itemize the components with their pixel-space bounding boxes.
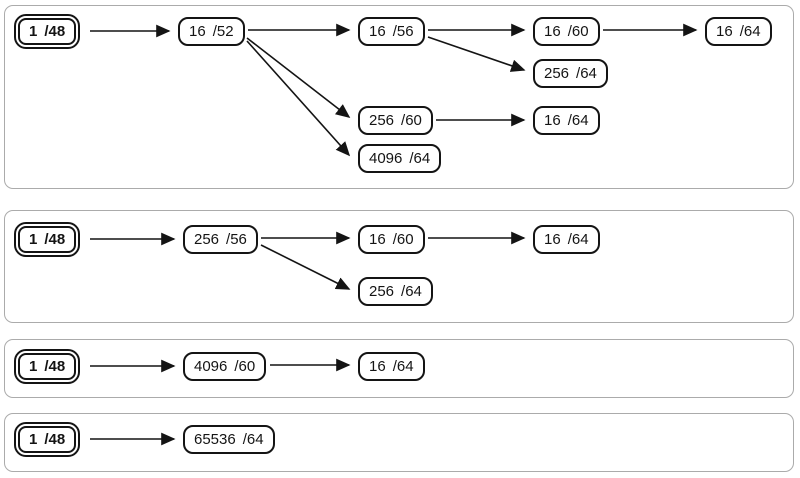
node-count: 4096 [194,358,228,375]
node-root-1-48: 1 /48 [14,222,81,257]
node-prefix: /48 [44,23,66,40]
node-prefix: /64 [409,150,431,167]
node-256-60: 256 /60 [358,106,433,135]
node-256-56: 256 /56 [183,225,258,254]
node-prefix: /60 [392,231,414,248]
node-prefix: /64 [739,23,761,40]
node-4096-60: 4096 /60 [183,352,267,381]
node-prefix: /48 [44,231,66,248]
node-prefix: /56 [226,231,247,248]
node-prefix: /64 [567,231,589,248]
node-prefix: /64 [567,112,589,129]
node-count: 256 [369,283,395,300]
node-16-60: 16 /60 [358,225,425,254]
node-prefix: /60 [567,23,589,40]
panel-4 [4,413,794,472]
node-root-1-48: 1 /48 [14,422,81,457]
node-prefix: /64 [392,358,414,375]
node-count: 256 [194,231,220,248]
node-prefix: /56 [392,23,414,40]
node-256-64: 256 /64 [358,277,433,306]
node-count: 16 [369,358,386,375]
node-count: 1 [29,231,38,248]
node-count: 256 [544,65,570,82]
node-16-60: 16 /60 [533,17,600,46]
node-prefix: /60 [401,112,422,129]
node-16-64: 16 /64 [533,106,600,135]
node-prefix: /64 [401,283,422,300]
node-65536-64: 65536 /64 [183,425,275,454]
node-prefix: /64 [242,431,264,448]
node-16-56: 16 /56 [358,17,425,46]
node-256-64: 256 /64 [533,59,608,88]
root-node-inner: 1 /48 [18,226,77,253]
node-count: 16 [544,231,561,248]
node-4096-64: 4096 /64 [358,144,442,173]
node-16-64: 16 /64 [533,225,600,254]
node-16-64: 16 /64 [705,17,772,46]
node-count: 1 [29,358,38,375]
node-count: 256 [369,112,395,129]
node-count: 1 [29,23,38,40]
node-count: 1 [29,431,38,448]
root-node-inner: 1 /48 [18,426,77,453]
node-count: 16 [189,23,206,40]
node-count: 4096 [369,150,403,167]
node-count: 16 [716,23,733,40]
node-prefix: /48 [44,431,66,448]
node-root-1-48: 1 /48 [14,349,81,384]
node-16-52: 16 /52 [178,17,245,46]
node-count: 16 [544,23,561,40]
node-count: 16 [544,112,561,129]
node-prefix: /48 [44,358,66,375]
node-prefix: /52 [212,23,234,40]
root-node-inner: 1 /48 [18,353,77,380]
node-prefix: /64 [576,65,597,82]
root-node-inner: 1 /48 [18,18,77,45]
node-count: 16 [369,23,386,40]
node-prefix: /60 [234,358,256,375]
node-count: 16 [369,231,386,248]
node-16-64: 16 /64 [358,352,425,381]
node-root-1-48: 1 /48 [14,14,81,49]
node-count: 65536 [194,431,236,448]
